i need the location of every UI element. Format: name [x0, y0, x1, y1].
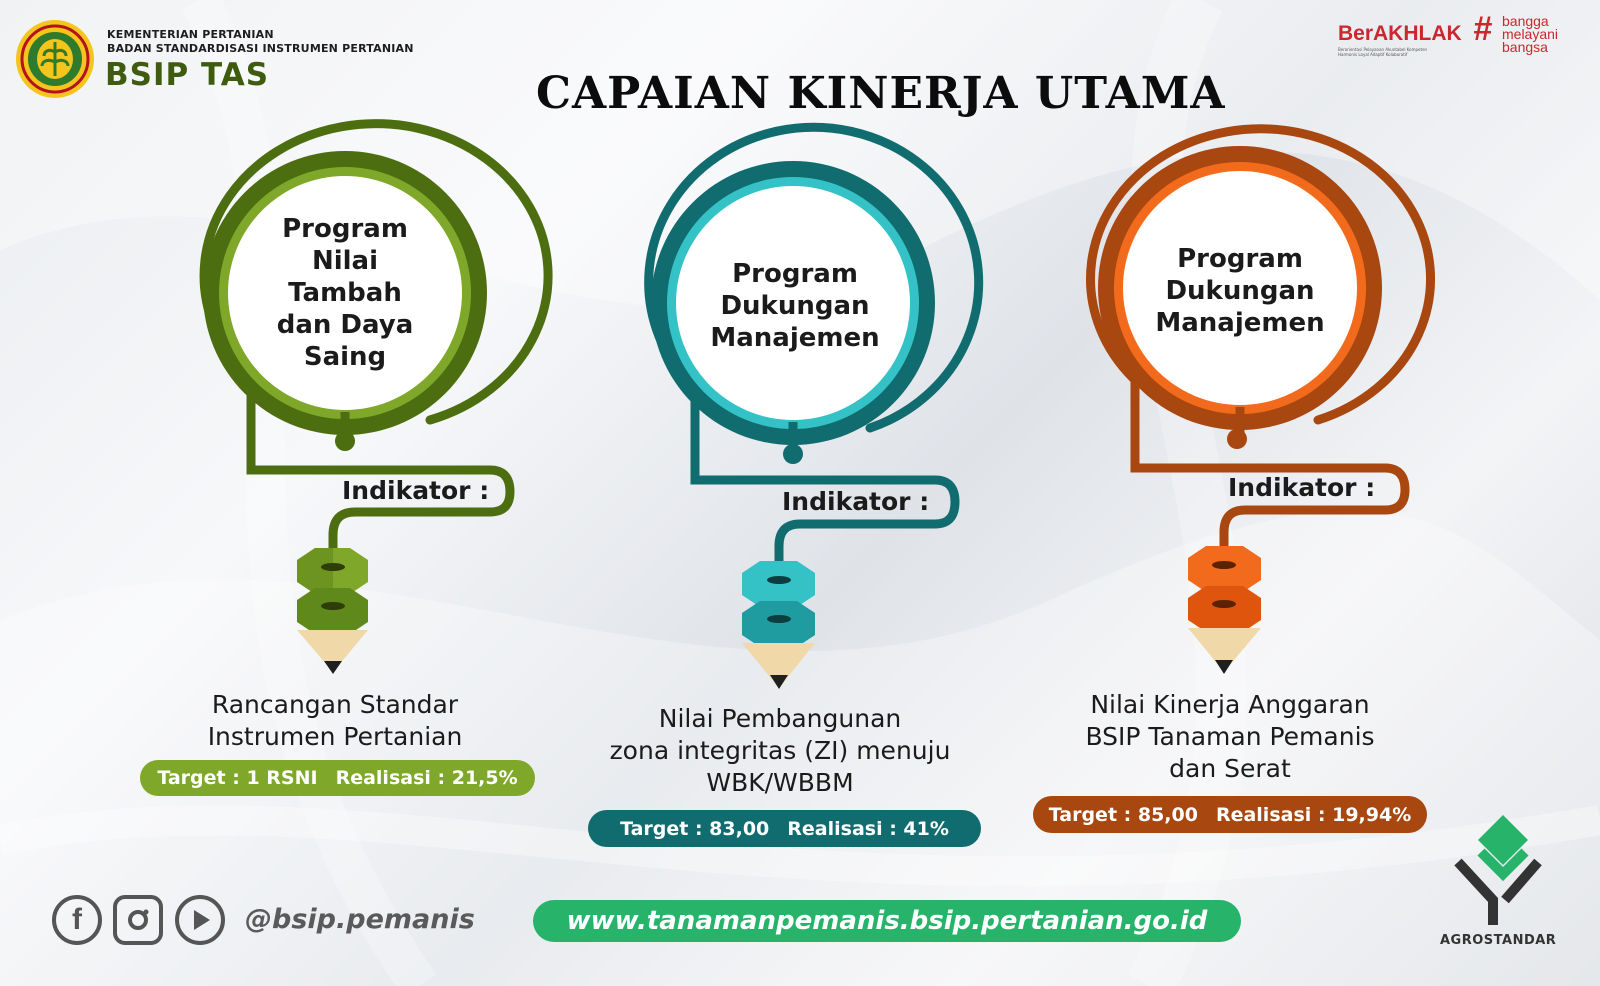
program-2-realisasi: Realisasi : 41%: [787, 817, 949, 840]
program-1-indikator-label: Indikator :: [342, 476, 490, 505]
ministry-name: KEMENTERIAN PERTANIAN: [107, 28, 274, 41]
brand-name: BSIP TAS: [105, 57, 270, 93]
program-1-indicator: Rancangan Standar Instrumen Pertanian: [207, 690, 463, 751]
program-2-indikator-label: Indikator :: [782, 487, 930, 516]
agrostandar-logo: [1454, 815, 1542, 925]
program-3-indicator: Nilai Kinerja Anggaran BSIP Tanaman Pema…: [1085, 690, 1375, 783]
program-2-graphic: [644, 122, 984, 689]
program-3-indikator-label: Indikator :: [1228, 473, 1376, 502]
program-3-name: Program Dukungan Manajemen: [1155, 244, 1325, 338]
website-link[interactable]: www.tanamanpemanis.bsip.pertanian.go.id: [533, 900, 1241, 942]
program-1-target-pill: Target : 1 RSNI Realisasi : 21,5%: [140, 760, 535, 796]
instagram-icon[interactable]: [113, 895, 163, 945]
bangga-hash: #: [1473, 10, 1492, 48]
program-1-target: Target : 1 RSNI: [157, 767, 318, 789]
program-2-indicator: Nilai Pembangunan zona integritas (ZI) m…: [609, 704, 951, 797]
page-title: CAPAIAN KINERJA UTAMA: [536, 68, 1226, 119]
agency-name: BADAN STANDARDISASI INSTRUMEN PERTANIAN: [107, 42, 414, 55]
program-2-target: Target : 83,00: [620, 817, 770, 840]
berakhlak-tagline: Berorientasi Pelayanan Akuntabel Kompete…: [1338, 47, 1428, 57]
program-2-name: Program Dukungan Manajemen: [710, 259, 880, 353]
program-1-realisasi: Realisasi : 21,5%: [335, 767, 518, 789]
facebook-icon[interactable]: f: [52, 895, 102, 945]
youtube-icon[interactable]: [175, 895, 225, 945]
program-1-graphic: [199, 119, 553, 674]
agrostandar-label: AGROSTANDAR: [1440, 933, 1557, 948]
program-3-graphic: [1086, 124, 1436, 674]
program-2-target-pill: Target : 83,00 Realisasi : 41%: [588, 810, 981, 847]
bangga-melayani-bangsa-logo: bangga melayani bangsa: [1502, 13, 1559, 55]
program-3-target: Target : 85,00: [1048, 803, 1198, 826]
berakhlak-logo: BerAKHLAK: [1338, 22, 1462, 45]
program-3-realisasi: Realisasi : 19,94%: [1215, 803, 1412, 826]
program-3-target-pill: Target : 85,00 Realisasi : 19,94%: [1033, 796, 1427, 833]
program-1-name: Program Nilai Tambah dan Daya Saing: [276, 214, 414, 372]
social-handle[interactable]: @bsip.pemanis: [245, 904, 475, 935]
kementan-logo: [16, 20, 94, 98]
